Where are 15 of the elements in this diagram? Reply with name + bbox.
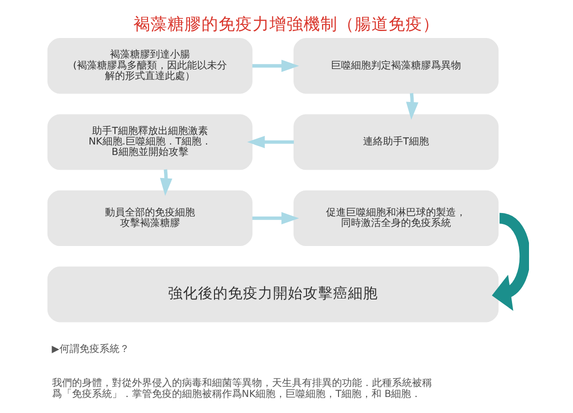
node-box: 褐藻糖膠到達小腸 (褐藻糖膠爲多醣類，因此能以未分解的形式直達此處） bbox=[47, 38, 252, 94]
node-box: 動員全部的免疫細胞攻擊褐藻糖膠 bbox=[47, 190, 252, 246]
arrow bbox=[252, 60, 300, 72]
node-box: 強化後的免疫力開始攻擊癌細胞 bbox=[47, 266, 499, 322]
label: ▶何謂免疫系統？ bbox=[52, 344, 130, 356]
label: 我們的身體，對從外界侵入的病毒和細菌等異物，天生具有排異的功能．此種系統被稱爲「免疫系統」．掌管免疫的細胞被稱作爲NK細胞，巨噬細胞，T細胞，和 B細胞． bbox=[52, 378, 432, 400]
node-box: 促進巨噬細胞和淋巴球的製造，同時激活全身的免疫系統 bbox=[294, 190, 499, 246]
arrow bbox=[406, 93, 418, 120]
node-box: 連絡助手T細胞 bbox=[294, 114, 499, 170]
node-box: 助手T細胞釋放出細胞激素 NK細胞.巨噬細胞．T細胞．B細胞並開始攻擊 bbox=[47, 114, 252, 170]
arrow bbox=[252, 212, 300, 224]
arrow bbox=[160, 169, 172, 196]
diagram-title: 褐藻糖膠的免疫力增強機制（腸道免疫） bbox=[134, 14, 440, 34]
arrow bbox=[247, 136, 294, 148]
node-box: 巨噬細胞判定褐藻糖膠爲異物 bbox=[294, 38, 499, 94]
